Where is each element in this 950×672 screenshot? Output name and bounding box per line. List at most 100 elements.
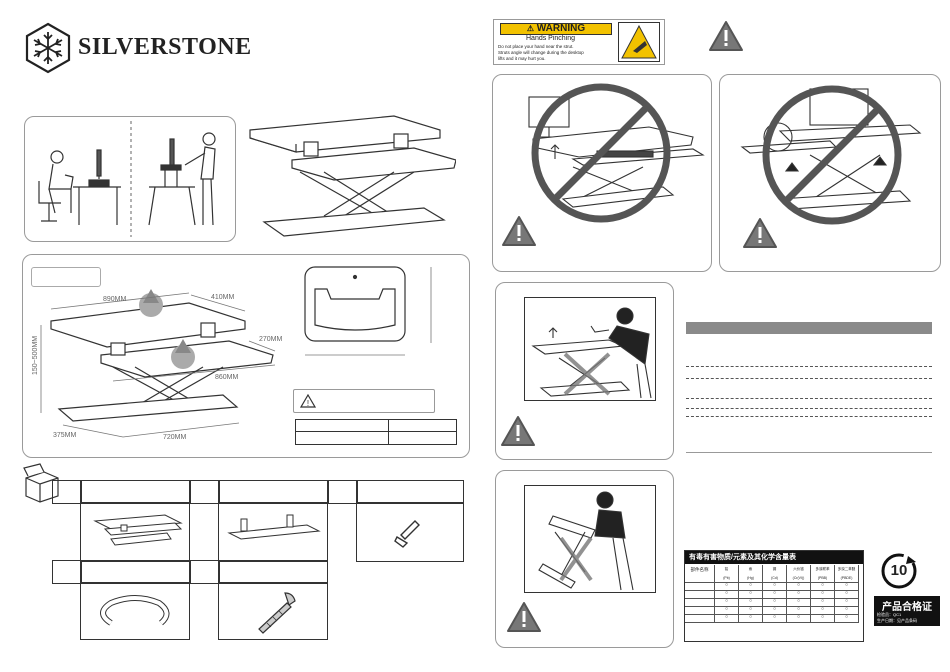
rohs-cell xyxy=(685,599,715,607)
brand-logo: SILVERSTONE xyxy=(22,22,252,74)
rohs-cell: ○ xyxy=(811,615,835,623)
epup-number: 10 xyxy=(890,562,908,579)
rohs-cell: ○ xyxy=(763,583,787,591)
usage-illustration-panel xyxy=(24,116,236,242)
rohs-cell: ○ xyxy=(787,607,811,615)
rohs-cell: ○ xyxy=(835,583,859,591)
rohs-cell: ○ xyxy=(835,607,859,615)
dim-top-width: 890MM xyxy=(103,296,127,303)
snowflake-logo-icon xyxy=(25,22,71,74)
rohs-cell: ○ xyxy=(763,615,787,623)
desk-side-drawing xyxy=(50,302,274,422)
rohs-cell: ○ xyxy=(715,599,739,607)
desk-top-view xyxy=(304,266,406,342)
warning-triangle-icon xyxy=(507,602,541,632)
rohs-cell: ○ xyxy=(835,591,859,599)
rohs-title: 有毒有害物质/元素及其化学含量表 xyxy=(685,551,863,564)
recycle-period-icon xyxy=(881,553,917,589)
warning-sticker-subtitle: Hands Pinching xyxy=(526,35,576,42)
caution-triangle-icon: ! xyxy=(300,394,316,408)
rohs-col-header: 多溴联苯 (PBB) xyxy=(811,565,835,583)
box-contents-grid xyxy=(52,480,464,640)
warning-line-2: Struts angle will change during the desk… xyxy=(498,50,584,55)
rohs-table: 有毒有害物质/元素及其化学含量表 部件名称铅 (Pb)汞 (Hg)镉 (Cd)六… xyxy=(684,550,864,642)
qc-line-2: 生产日期：见产品条码 xyxy=(877,618,917,623)
dim-keyboard-width: 860MM xyxy=(215,374,239,381)
rohs-cell: ○ xyxy=(787,583,811,591)
warning-sticker-icon: ⚠ xyxy=(526,24,535,33)
part-tool-cell xyxy=(356,502,464,562)
prohibited-sign-icon xyxy=(762,85,902,225)
caution-panel-monitor xyxy=(492,74,712,272)
dim-height: 150~500MM xyxy=(32,336,39,375)
qc-line-1: 检验员：QC1 xyxy=(877,612,902,617)
part-keyboard-tray-cell xyxy=(218,502,328,562)
rohs-cell xyxy=(685,615,715,623)
epup-logo: 10 xyxy=(880,552,918,590)
rohs-cell: ○ xyxy=(739,583,763,591)
rohs-cell xyxy=(685,591,715,599)
part-desk-cell xyxy=(80,502,190,562)
dimension-lines xyxy=(40,292,276,438)
rohs-cell: ○ xyxy=(787,615,811,623)
notes-table-header xyxy=(686,322,932,334)
box-contents-icon xyxy=(20,462,60,504)
rohs-col-header: 六价铬 (Cr(VI)) xyxy=(787,565,811,583)
sitting-person-figure xyxy=(38,149,121,225)
dim-top-width2: 410MM xyxy=(211,294,235,301)
warning-sticker-title: WARNING xyxy=(536,23,586,34)
warning-line-3: lifts and it may hurt you. xyxy=(498,56,546,61)
rohs-cell: ○ xyxy=(811,583,835,591)
part-screw-cell xyxy=(218,582,328,640)
rohs-cell: ○ xyxy=(715,607,739,615)
rohs-cell: ○ xyxy=(715,615,739,623)
rohs-col-header: 多溴二苯醚 (PBDE) xyxy=(835,565,859,583)
rohs-cell: ○ xyxy=(811,591,835,599)
warning-triangle-icon xyxy=(709,21,743,51)
caution-note-box: ! xyxy=(293,389,435,413)
brand-name: SILVERSTONE xyxy=(78,34,252,60)
dim-keyboard-depth: 270MM xyxy=(259,336,283,343)
svg-text:!: ! xyxy=(307,399,309,408)
prohibited-sign-icon xyxy=(531,83,671,223)
rohs-cell: ○ xyxy=(763,599,787,607)
part-cable-cell xyxy=(80,582,190,640)
warning-triangle-icon xyxy=(502,216,536,246)
warning-triangle-icon xyxy=(743,218,777,248)
warning-sticker: ⚠ WARNING Hands Pinching Do not place yo… xyxy=(493,19,665,65)
rohs-cell: ○ xyxy=(787,591,811,599)
rohs-col-header: 铅 (Pb) xyxy=(715,565,739,583)
warning-triangle-icon xyxy=(501,416,535,446)
rohs-col-part: 部件名称 xyxy=(685,565,715,583)
rohs-cell: ○ xyxy=(811,599,835,607)
caution-panel-lifting xyxy=(495,282,674,460)
rohs-cell: ○ xyxy=(811,607,835,615)
rohs-cell: ○ xyxy=(835,599,859,607)
rohs-cell: ○ xyxy=(715,591,739,599)
rohs-cell: ○ xyxy=(835,615,859,623)
spec-table xyxy=(295,419,457,445)
qc-label: 产品合格证 检验员：QC1 生产日期：见产品条码 xyxy=(874,596,940,626)
pinch-point-marker-icon xyxy=(139,293,163,317)
caution-panel-tipping xyxy=(495,470,674,648)
dim-base-depth: 375MM xyxy=(53,432,77,439)
rohs-cell: ○ xyxy=(739,591,763,599)
warning-line-1: Do not place your hand near the strut. xyxy=(498,44,574,49)
rohs-cell: ○ xyxy=(715,583,739,591)
dim-base-width: 720MM xyxy=(163,434,187,441)
rohs-cell: ○ xyxy=(763,607,787,615)
rohs-cell: ○ xyxy=(763,591,787,599)
rohs-cell: ○ xyxy=(739,615,763,623)
caution-panel-side-lift xyxy=(719,74,941,272)
rohs-col-header: 汞 (Hg) xyxy=(739,565,763,583)
rohs-cell xyxy=(685,607,715,615)
desk-overview-illustration xyxy=(244,112,456,242)
notes-table xyxy=(686,322,932,454)
hand-pinch-icon xyxy=(618,22,660,62)
qc-title: 产品合格证 xyxy=(882,602,932,613)
standing-person-figure xyxy=(148,132,216,226)
rohs-cell: ○ xyxy=(739,607,763,615)
rohs-cell: ○ xyxy=(739,599,763,607)
rohs-cell xyxy=(685,583,715,591)
rohs-cell: ○ xyxy=(787,599,811,607)
